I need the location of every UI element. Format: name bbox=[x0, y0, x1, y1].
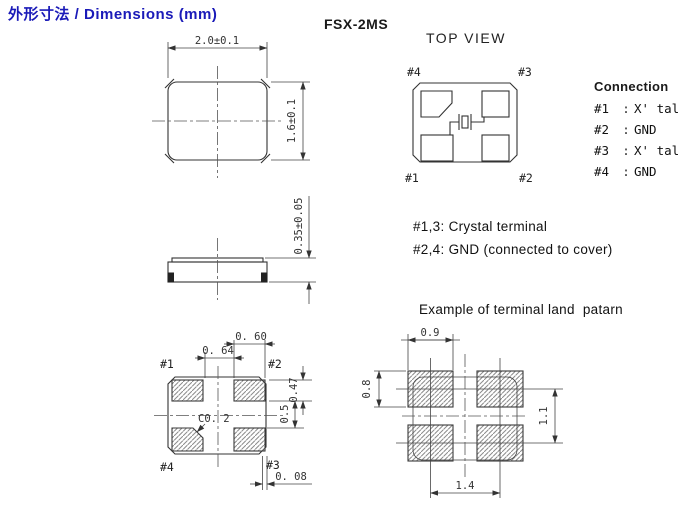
dim-chamfer: C0. 2 bbox=[198, 413, 230, 425]
connection-separator: : bbox=[622, 164, 630, 179]
side-thickness-dim: 0.35±0.05 bbox=[293, 198, 305, 255]
outline-height-dim: 1.6±0.1 bbox=[286, 99, 298, 143]
pad3-land bbox=[233, 427, 266, 452]
land-pitch-h-dim: 1.4 bbox=[456, 480, 475, 492]
connection-table: Connection #1: X' tal #2: GND #3: X' tal #4… bbox=[594, 79, 679, 182]
pin3-label: #3 bbox=[266, 458, 280, 472]
pin2-label: #2 bbox=[268, 357, 282, 371]
connection-separator: : bbox=[622, 122, 630, 137]
terminal-notes: #1,3: Crystal terminal #2,4: GND (connec… bbox=[413, 215, 613, 261]
land-pattern-drawing: 0.9 0.8 1.1 1.4 bbox=[361, 327, 563, 498]
part-number: FSX-2MS bbox=[324, 16, 389, 32]
top-view-label: TOP VIEW bbox=[426, 30, 506, 46]
land-pattern-title: Example of terminal land patarn bbox=[419, 302, 623, 317]
connection-title: Connection bbox=[594, 79, 669, 94]
dim-pad-height: 0.47 bbox=[288, 377, 300, 402]
connection-signal: X' tal bbox=[634, 143, 680, 158]
terminal-right bbox=[261, 272, 268, 283]
land-pad-height-dim: 0.8 bbox=[361, 380, 373, 399]
connection-row: #4: GND bbox=[594, 161, 679, 182]
connection-separator: : bbox=[622, 101, 630, 116]
connection-signal: GND bbox=[634, 164, 657, 179]
outline-width-dim: 2.0±0.1 bbox=[195, 35, 239, 47]
connection-row: #2: GND bbox=[594, 119, 679, 140]
pin2-label: #2 bbox=[519, 171, 533, 185]
pad2-land bbox=[233, 379, 266, 402]
connection-pin: #1 bbox=[594, 101, 610, 116]
connection-row: #1: X' tal bbox=[594, 98, 679, 119]
pad2-electrode bbox=[481, 134, 510, 162]
pin4-label: #4 bbox=[160, 460, 174, 474]
pad3-electrode bbox=[481, 90, 510, 118]
dim-pad-gap: 0. 64 bbox=[202, 345, 234, 357]
terminal-left bbox=[167, 272, 174, 283]
connection-signal: X' tal bbox=[634, 101, 680, 116]
land-pitch-v-dim: 1.1 bbox=[538, 407, 550, 426]
connection-pin: #3 bbox=[594, 143, 610, 158]
pin3-label: #3 bbox=[518, 65, 532, 79]
land-pad-width-dim: 0.9 bbox=[421, 327, 440, 339]
dim-edge-offset: 0. 08 bbox=[275, 471, 307, 483]
connection-pin: #2 bbox=[594, 122, 610, 137]
page-title: 外形寸法 / Dimensions (mm) bbox=[8, 6, 218, 23]
side-view-drawing: 0.35±0.05 bbox=[167, 196, 316, 304]
pin4-label: #4 bbox=[407, 65, 421, 79]
connection-separator: : bbox=[622, 143, 630, 158]
top-view-drawing: #4 #3 #1 #2 bbox=[405, 65, 533, 185]
connection-row: #3: X' tal bbox=[594, 140, 679, 161]
dim-gap-v: 0.5 bbox=[279, 405, 291, 424]
note-crystal-terminal: #1,3: Crystal terminal bbox=[413, 219, 548, 234]
outline-drawing: 2.0±0.1 1.6±0.1 bbox=[152, 35, 310, 178]
dim-pad-width: 0. 60 bbox=[235, 331, 267, 343]
crystal-symbol bbox=[461, 115, 469, 129]
pin1-label: #1 bbox=[405, 171, 419, 185]
bottom-view-drawing: 0. 60 0. 64 #1 #2 #4 #3 C0. 2 0.47 0.5 bbox=[154, 331, 312, 490]
connection-signal: GND bbox=[634, 122, 657, 137]
pad1-land bbox=[171, 379, 204, 402]
pad4-land bbox=[171, 427, 204, 452]
pad1-electrode bbox=[420, 134, 454, 162]
note-gnd-cover: #2,4: GND (connected to cover) bbox=[413, 242, 613, 257]
connection-pin: #4 bbox=[594, 164, 610, 179]
pin1-label: #1 bbox=[160, 357, 174, 371]
pad4-electrode bbox=[420, 90, 453, 118]
